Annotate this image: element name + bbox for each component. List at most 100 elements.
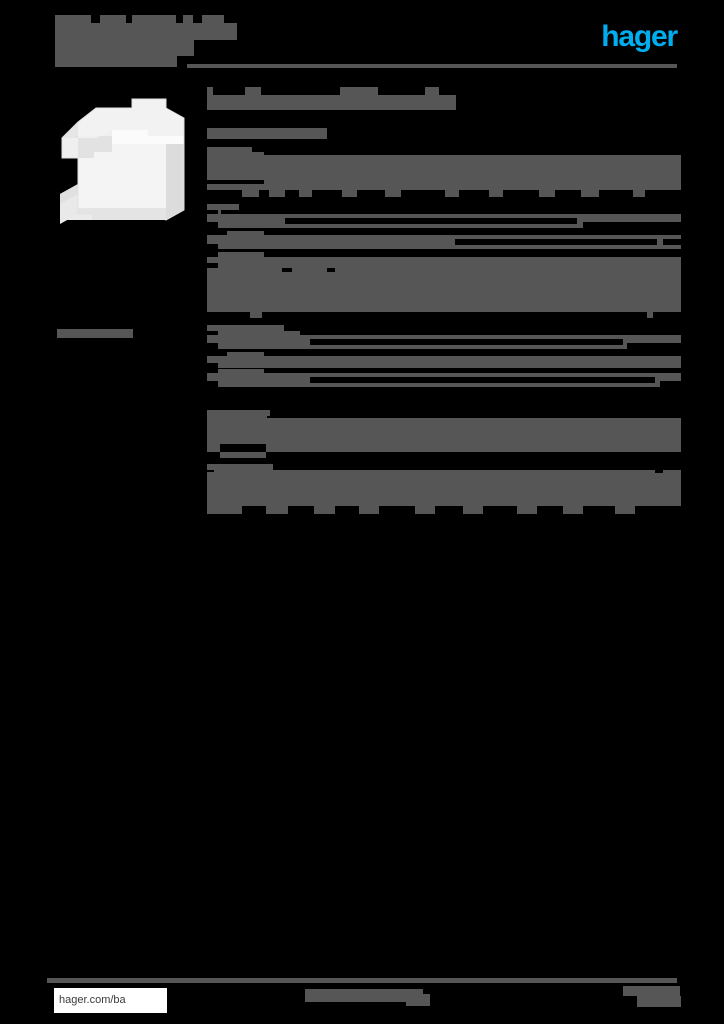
row-knockout — [207, 363, 218, 368]
row-knockout — [266, 452, 681, 458]
table-row — [207, 369, 681, 387]
table-row — [207, 416, 681, 458]
hager-logo: hager — [601, 20, 678, 53]
row-knockout — [503, 190, 539, 197]
row-knockout — [537, 506, 563, 514]
header-title-fragment — [100, 15, 126, 24]
row-knockout — [285, 218, 577, 224]
table-row — [207, 252, 681, 268]
footer-right-redacted — [623, 986, 680, 996]
row-knockout — [655, 470, 663, 473]
row-knockout — [267, 416, 681, 418]
footer-url-box[interactable]: hager.com/ba — [54, 988, 167, 1013]
product-caption-redacted — [57, 329, 133, 338]
row-knockout — [207, 252, 218, 257]
table-row — [207, 331, 681, 349]
row-knockout — [635, 506, 681, 514]
row-knockout — [459, 190, 489, 197]
row-knockout — [435, 506, 463, 514]
row-knockout — [207, 369, 218, 373]
row-knockout — [335, 506, 359, 514]
row-knockout — [207, 263, 218, 268]
header-title-fragment — [202, 15, 224, 24]
row-knockout — [207, 210, 218, 214]
page-footer: hager.com/ba — [0, 978, 724, 1024]
row-knockout — [264, 152, 681, 155]
row-knockout — [327, 268, 335, 272]
table-row — [207, 352, 681, 368]
footer-right-redacted-2 — [637, 996, 681, 1007]
row-knockout — [285, 190, 299, 197]
row-knockout — [264, 252, 681, 257]
row-knockout — [207, 352, 227, 356]
section-header-tab — [207, 204, 239, 210]
row-knockout — [220, 444, 266, 452]
row-knockout — [207, 381, 218, 387]
product-panel — [48, 86, 194, 338]
row-knockout — [401, 190, 445, 197]
header-title-fragment — [132, 15, 176, 24]
section-header-tab — [207, 325, 284, 331]
table-row — [207, 268, 681, 318]
row-knockout — [264, 231, 681, 235]
page-title-fragment — [425, 87, 439, 97]
row-knockout — [242, 506, 266, 514]
row-knockout — [312, 190, 342, 197]
header-title-line — [55, 23, 237, 40]
page-header: hager — [0, 0, 724, 76]
row-knockout — [207, 470, 214, 472]
row-knockout — [583, 506, 615, 514]
footer-center-redacted-2 — [406, 994, 430, 1006]
row-knockout — [207, 312, 250, 318]
row-knockout — [555, 190, 581, 197]
row-knockout — [207, 231, 227, 235]
row-knockout — [379, 506, 415, 514]
row-knockout — [207, 222, 218, 228]
row-knockout — [207, 244, 218, 249]
row-knockout — [207, 180, 264, 184]
row-knockout — [660, 381, 681, 387]
row-knockout — [627, 343, 681, 349]
footer-divider — [47, 978, 677, 983]
row-knockout — [653, 312, 681, 318]
section-header-tab — [207, 147, 252, 152]
row-knockout — [207, 331, 218, 335]
row-knockout — [288, 506, 314, 514]
section-header-tab — [207, 410, 270, 416]
row-knockout — [483, 506, 517, 514]
row-knockout — [300, 331, 681, 335]
row-knockout — [221, 210, 681, 214]
trunking-t-piece-illustration — [60, 98, 185, 224]
header-title-fragment — [183, 15, 193, 24]
row-knockout — [455, 239, 657, 245]
page-title-line — [207, 95, 456, 110]
table-row — [207, 470, 681, 514]
header-divider — [187, 64, 677, 68]
section-header-tab — [207, 464, 273, 470]
row-knockout — [310, 377, 655, 383]
header-title-line — [55, 40, 194, 56]
header-title-line — [55, 56, 177, 67]
footer-url-text[interactable]: hager.com/ba — [59, 994, 126, 1006]
row-knockout — [583, 222, 681, 228]
row-knockout — [599, 190, 633, 197]
row-knockout — [310, 339, 623, 345]
table-row — [207, 210, 681, 228]
row-knockout — [259, 190, 269, 197]
product-image — [48, 86, 194, 231]
header-title-redacted — [55, 14, 255, 67]
row-knockout — [663, 239, 681, 245]
row-knockout — [207, 343, 218, 349]
footer-center-redacted — [305, 989, 423, 1002]
row-knockout — [264, 352, 681, 356]
row-knockout — [207, 452, 220, 458]
page-title-fragment — [245, 87, 261, 97]
row-knockout — [264, 369, 681, 373]
table-row — [207, 231, 681, 249]
row-knockout — [282, 268, 292, 272]
table-row — [207, 152, 681, 197]
row-knockout — [357, 190, 385, 197]
page-title-fragment — [207, 87, 213, 97]
row-knockout — [262, 312, 647, 318]
